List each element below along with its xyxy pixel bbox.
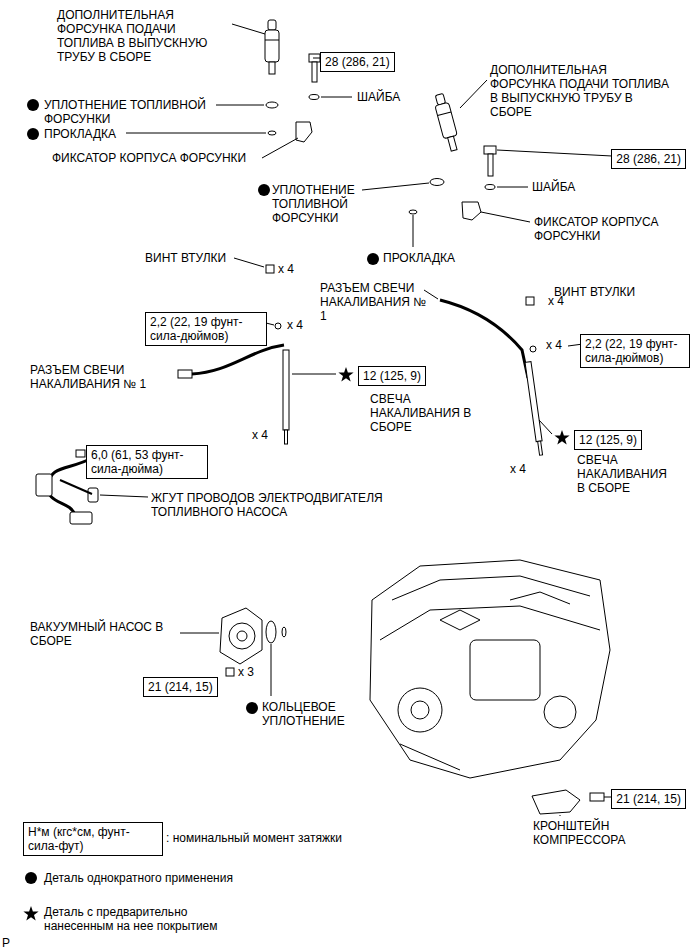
o-ring [266, 621, 276, 643]
torque-box: 2,2 (22, 19 фунт- сила-дюймов) [580, 334, 690, 368]
part-label: РАЗЪЕМ СВЕЧИ НАКАЛИВАНИЯ № 1 [30, 363, 180, 391]
part-label: x 3 [238, 665, 254, 679]
part-label: x 4 [252, 428, 268, 442]
torque-value: 2,2 (22, 19 фунт- сила-дюймов) [585, 337, 685, 365]
part-label: ФИКСАТОР КОРПУСА ФОРСУНКИ [52, 151, 246, 165]
part-label: x 4 [287, 318, 303, 332]
torque-box: 28 (286, 21) [320, 52, 395, 72]
part-label: ШАЙБА [532, 180, 575, 194]
nut [275, 323, 281, 329]
part-label: ШАЙБА [357, 90, 400, 104]
part-label: КОЛЬЦЕВОЕ УПЛОТНЕНИЕ [262, 700, 372, 728]
legend-text: Деталь однократного применения [44, 871, 233, 885]
part-label: ПРОКЛАДКА [44, 127, 116, 141]
torque-value: 12 (125, 9) [579, 433, 637, 447]
engine [370, 560, 610, 778]
bolt [309, 54, 320, 62]
part-label: СВЕЧА НАКАЛИВАНИЯ В СБОРЕ [370, 392, 485, 434]
torque-value: 28 (286, 21) [616, 152, 681, 166]
part-label: ВИНТ ВТУЛКИ [145, 251, 226, 265]
torque-box: 28 (286, 21) [611, 149, 686, 169]
part-label: КРОНШТЕЙН КОМПРЕССОРА [533, 819, 653, 847]
part-label: УПЛОТНЕНИЕ ТОПЛИВНОЙ ФОРСУНКИ [272, 183, 372, 225]
leader-lines [100, 24, 612, 816]
part-label: x 4 [546, 338, 562, 352]
torque-box: 12 (125, 9) [358, 366, 426, 386]
part-label: ДОПОЛНИТЕЛЬНАЯ ФОРСУНКА ПОДАЧИ ТОПЛИВА В… [57, 8, 232, 64]
torque-value: Н*м (кгс*см, фунт- сила-фут) [28, 825, 158, 853]
torque-value: 2,2 (22, 19 фунт- сила-дюймов) [150, 315, 262, 343]
seal [266, 102, 278, 108]
part-label: ВИНТ ВТУЛКИ [554, 285, 635, 299]
torque-box: 12 (125, 9) [574, 430, 642, 450]
part-label: ЖГУТ ПРОВОДОВ ЭЛЕКТРОДВИГАТЕЛЯ ТОПЛИВНОГ… [151, 491, 411, 519]
gasket [268, 131, 276, 135]
torque-box: 21 (214, 15) [143, 677, 218, 697]
screw [266, 265, 274, 273]
torque-value: 21 (214, 15) [616, 792, 681, 806]
vacuum-pump [220, 608, 262, 664]
part-label: x 4 [510, 462, 526, 476]
torque-value: 12 (125, 9) [363, 369, 421, 383]
torque-box: Н*м (кгс*см, фунт- сила-фут) [23, 822, 163, 856]
bracket [532, 790, 580, 814]
part-label: УПЛОТНЕНИЕ ТОПЛИВНОЙ ФОРСУНКИ [44, 98, 229, 126]
injector [265, 20, 279, 74]
part-label: ПРОКЛАДКА [383, 251, 455, 265]
torque-box: 2,2 (22, 19 фунт- сила-дюймов) [145, 312, 267, 346]
part-label: P [2, 936, 10, 950]
glow-connector [192, 345, 284, 374]
clamp [296, 122, 312, 142]
washer [309, 95, 319, 100]
torque-value: 28 (286, 21) [325, 55, 390, 69]
part-label: ДОПОЛНИТЕЛЬНАЯ ФОРСУНКА ПОДАЧИ ТОПЛИВА В… [490, 63, 670, 119]
legend-text: : номинальный момент затяжки [166, 831, 342, 845]
part-label: РАЗЪЕМ СВЕЧИ НАКАЛИВАНИЯ № 1 [320, 281, 430, 323]
torque-value: 6,0 (61, 53 фунт- сила-дюйма) [91, 448, 203, 476]
legend-text: Деталь с предварительно нанесенным на не… [44, 905, 234, 933]
part-label: x 4 [548, 294, 564, 308]
part-label: СВЕЧА НАКАЛИВАНИЯ В СБОРЕ [577, 453, 677, 495]
single-use-marker [25, 872, 37, 884]
torque-box: 6,0 (61, 53 фунт- сила-дюйма) [86, 445, 208, 479]
torque-value: 21 (214, 15) [148, 680, 213, 694]
part-label: ВАКУУМНЫЙ НАСОС В СБОРЕ [30, 620, 180, 648]
part-label: x 4 [278, 262, 294, 276]
torque-box: 21 (214, 15) [611, 789, 686, 809]
injector [432, 93, 461, 153]
coated-marker [338, 367, 353, 382]
glow-plug [283, 350, 289, 430]
part-label: ФИКСАТОР КОРПУСА ФОРСУНКИ [534, 215, 674, 243]
